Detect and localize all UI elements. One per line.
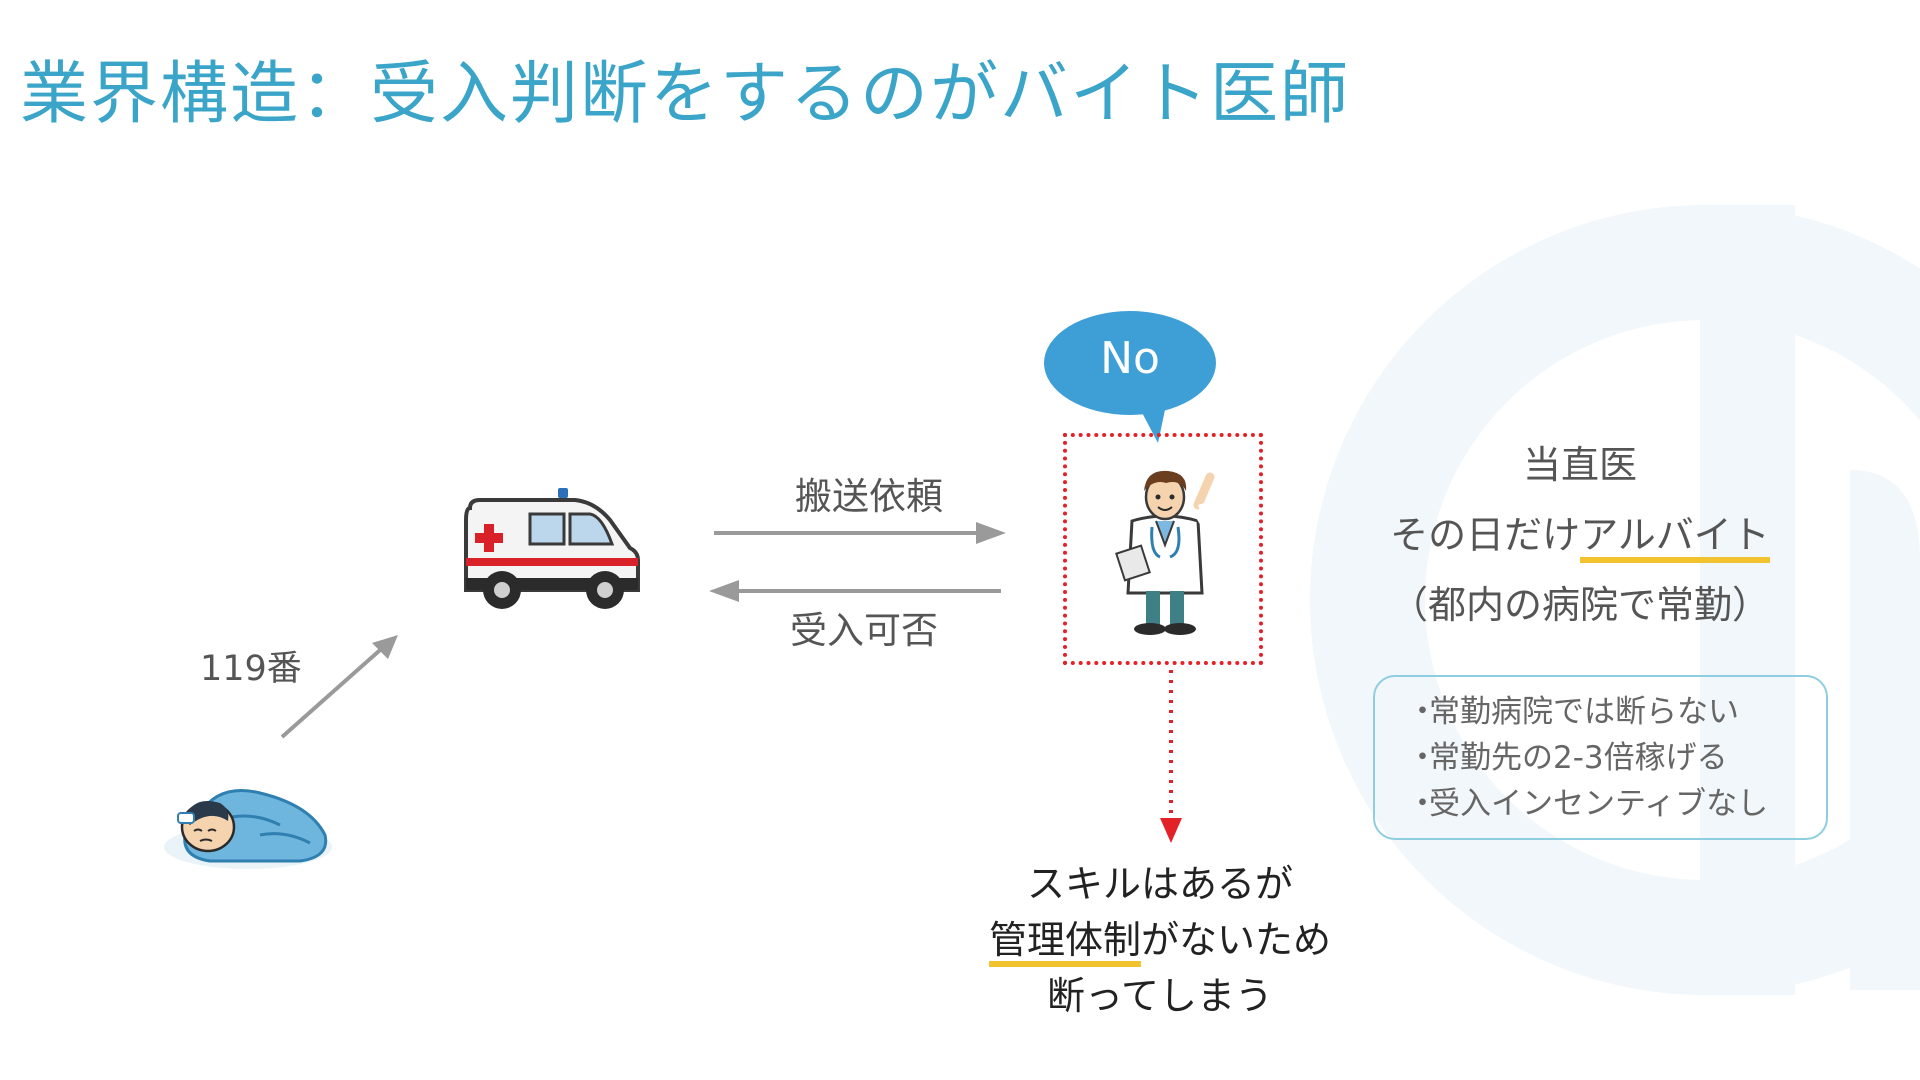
reason-text: 常勤先の2-3倍稼げる — [1429, 740, 1728, 776]
request-arrow — [714, 522, 1006, 544]
doctor-dotted-box — [1063, 433, 1263, 665]
doctor-role: 当直医 — [1522, 443, 1637, 487]
label-transport-request: 搬送依頼 — [795, 475, 943, 518]
call-arrow — [280, 635, 398, 739]
conclusion: スキルはあるが 管理体制がないため 断ってしまう — [960, 856, 1360, 1024]
label-119: 119番 — [200, 649, 302, 689]
reason-item: ・常勤病院では断らない — [1407, 694, 1739, 730]
doctor-part-time-highlight: アルバイト — [1580, 515, 1770, 563]
doctor-part-time: その日だけアルバイト — [1360, 500, 1800, 570]
doctor-fulltime-note: （都内の病院で常勤） — [1389, 583, 1770, 627]
result-arrow — [1160, 670, 1182, 843]
speech-bubble-text: No — [1100, 333, 1160, 384]
slide-title: 業界構造：受入判断をするのがバイト医師 — [20, 55, 1351, 134]
conclusion-highlight: 管理体制 — [988, 919, 1141, 967]
conclusion-line-3: 断ってしまう — [1046, 974, 1274, 1018]
acceptance-arrow — [709, 580, 1001, 602]
reason-item: ・受入インセンティブなし — [1407, 786, 1769, 822]
reason-text: 受入インセンティブなし — [1429, 786, 1769, 822]
ambulance-icon — [464, 488, 640, 609]
reason-text: 常勤病院では断らない — [1429, 694, 1739, 730]
doctor-icon — [1115, 470, 1215, 635]
conclusion-line-1: スキルはあるが — [1026, 862, 1293, 906]
reason-item: ・常勤先の2-3倍稼げる — [1407, 740, 1728, 776]
reasons-box: ・常勤病院では断らない ・常勤先の2-3倍稼げる ・受入インセンティブなし — [1373, 675, 1828, 840]
doctor-info: 当直医 その日だけアルバイト （都内の病院で常勤） — [1360, 430, 1800, 640]
sick-patient-icon — [164, 789, 332, 869]
conclusion-line-2-suffix: がないため — [1141, 918, 1332, 962]
label-accept-decision: 受入可否 — [790, 609, 938, 652]
conclusion-line-2: 管理体制がないため — [960, 912, 1360, 968]
doctor-part-time-prefix: その日だけ — [1390, 513, 1581, 557]
